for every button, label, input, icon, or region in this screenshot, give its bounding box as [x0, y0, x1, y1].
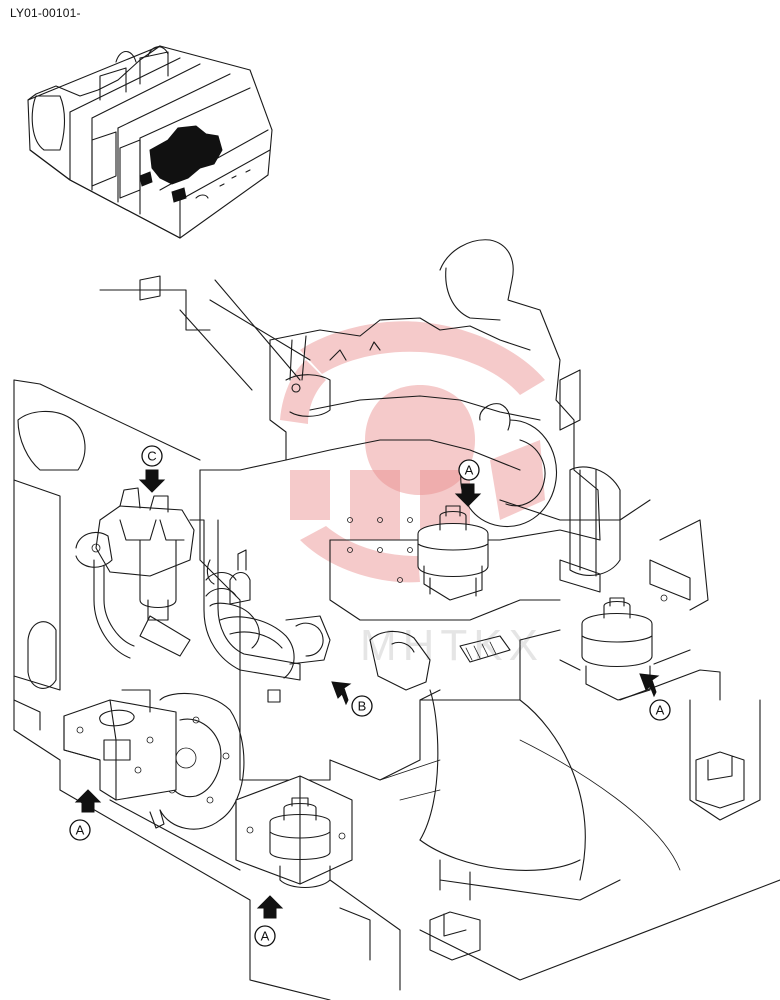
arrow-a-bottom: [256, 895, 284, 919]
callout-a-right: A: [649, 699, 671, 721]
callout-b: B: [351, 695, 373, 717]
rear-right-mount: [559, 519, 709, 701]
chassis-frame: [13, 275, 780, 1000]
callout-a-center-label: A: [465, 463, 474, 478]
callout-a-bottom-label: A: [261, 929, 270, 944]
engine-block: [159, 239, 651, 881]
callout-a-center: A: [458, 459, 480, 481]
arrow-b: [331, 681, 352, 706]
front-left-mount: [63, 689, 177, 829]
fuel-filter-assembly: [75, 487, 195, 659]
cooling-hoses: [189, 519, 331, 703]
locator-inset: [27, 45, 273, 239]
callout-a-left-label: A: [76, 823, 85, 838]
callout-a-bottom: A: [254, 925, 276, 947]
callout-a-right-label: A: [656, 703, 665, 718]
callout-a-left: A: [69, 819, 91, 841]
callout-c: C: [141, 445, 163, 467]
reference-code: LY01-00101-: [10, 6, 81, 20]
rear-center-mount: [417, 505, 489, 601]
front-right-mount: [235, 775, 353, 889]
arrow-a-center: [454, 483, 482, 507]
arrow-a-left: [74, 789, 102, 813]
watermark-text: MHTKX: [360, 621, 544, 670]
callout-c-label: C: [147, 449, 156, 464]
callout-b-label: B: [358, 699, 367, 714]
callout-arrows: [74, 469, 660, 919]
arrow-c: [138, 469, 166, 493]
arrow-a-right: [639, 673, 660, 698]
